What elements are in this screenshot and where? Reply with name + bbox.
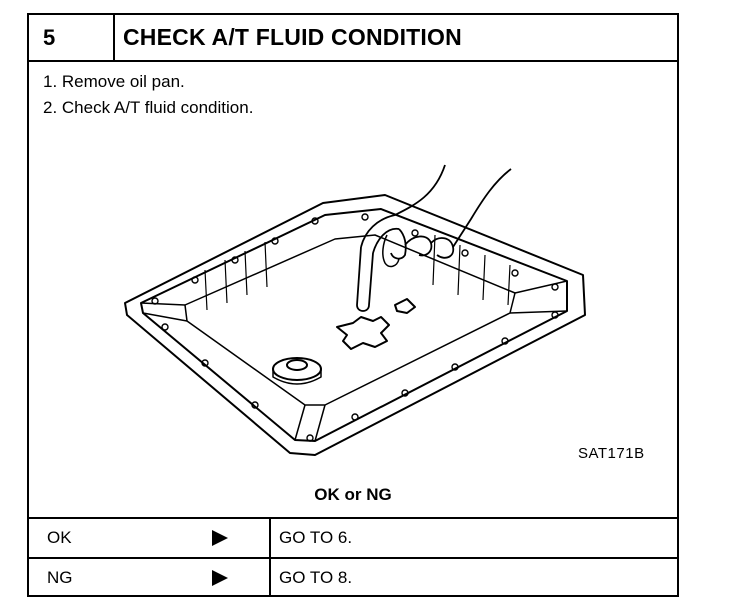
oil-pan-illustration xyxy=(124,164,586,456)
result-heading: OK or NG xyxy=(314,485,392,504)
instruction-list: 1. Remove oil pan. 2. Check A/T fluid co… xyxy=(43,69,253,121)
result-row-ok: OK GO TO 6. xyxy=(29,517,677,557)
oil-pan-flange-inner xyxy=(140,208,568,442)
oil-pan-floor xyxy=(184,234,516,406)
arrow-icon xyxy=(212,530,228,546)
result-action: GO TO 6. xyxy=(269,519,352,557)
check-procedure-card: 5 CHECK A/T FLUID CONDITION 1. Remove oi… xyxy=(27,13,679,597)
instruction-item: 1. Remove oil pan. xyxy=(43,72,185,91)
result-row-ng: NG GO TO 8. xyxy=(29,557,677,597)
instruction-item: 2. Check A/T fluid condition. xyxy=(43,98,254,117)
result-label: OK xyxy=(47,528,72,547)
figure-code: SAT171B xyxy=(578,445,645,462)
fluid-sample xyxy=(336,316,390,350)
step-number: 5 xyxy=(29,15,115,60)
step-title: CHECK A/T FLUID CONDITION xyxy=(123,24,462,50)
arrow-icon xyxy=(212,570,228,586)
result-action: GO TO 8. xyxy=(269,559,352,597)
pointing-hand xyxy=(356,164,512,312)
oil-pan-flange-outer xyxy=(124,194,586,456)
step-header: 5 CHECK A/T FLUID CONDITION xyxy=(29,15,677,62)
result-label: NG xyxy=(47,568,73,587)
